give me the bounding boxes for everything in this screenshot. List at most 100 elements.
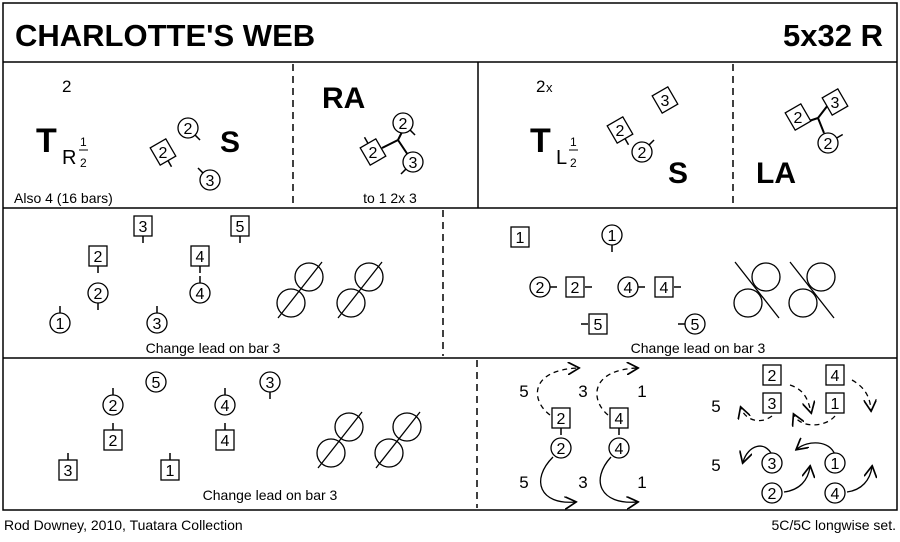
turn-direction: R (62, 147, 76, 169)
man-dancer: 2 (565, 276, 592, 298)
woman-dancer: 1 (824, 452, 846, 474)
dancer-number: 3 (206, 173, 215, 190)
dancer-number: 2 (557, 411, 566, 428)
dancer-number: 4 (221, 433, 230, 450)
dancer-number: 2 (557, 441, 566, 458)
dancer-number: 2 (536, 280, 545, 297)
bar-number: 2 (62, 77, 71, 96)
woman-dancer: 4 (617, 276, 645, 298)
dancer-number: 1 (166, 463, 175, 480)
set-and-link-symbol (733, 261, 781, 319)
dancer-number: 3 (768, 456, 777, 473)
man-dancer: 1 (510, 226, 530, 248)
man-dancer: 5 (230, 215, 250, 243)
set-and-link-symbol (336, 261, 384, 319)
dancer-number: 3 (409, 155, 418, 172)
man-dancer: 3 (133, 215, 153, 243)
woman-dancer: 4 (214, 388, 236, 416)
dancer-number: 2 (768, 368, 777, 385)
position-number: 3 (578, 473, 587, 492)
dancer-number: 3 (831, 95, 840, 112)
man-dancer: 3 (762, 392, 782, 414)
man-dancer: 2 (606, 115, 634, 146)
man-dancer: 5 (581, 313, 608, 335)
bar-suffix: x (546, 80, 553, 95)
caption: Change lead on bar 3 (146, 340, 281, 356)
fraction-num: 1 (80, 135, 87, 149)
dancer-number: 4 (624, 280, 633, 297)
dancer-number: 3 (661, 93, 670, 110)
man-dancer: 3 (821, 87, 849, 117)
dancer-number: 1 (56, 316, 65, 333)
right-hands-across: RA (322, 82, 365, 115)
set-and-link-symbol (276, 261, 324, 319)
dancer-number: 2 (369, 145, 378, 162)
set-formation: 5C/5C longwise set. (771, 517, 896, 533)
man-dancer: 2 (88, 245, 108, 273)
dancer-number: 3 (64, 463, 73, 480)
dancer-number: 2 (184, 121, 193, 138)
hands-join (381, 129, 409, 156)
man-dancer: 2 (784, 102, 812, 132)
man-dancer: 4 (190, 245, 210, 273)
dancer-number: 2 (109, 398, 118, 415)
credit: Rod Downey, 2010, Tuatara Collection (4, 517, 243, 533)
woman-dancer: 1 (601, 224, 623, 252)
woman-dancer: 2 (87, 282, 109, 310)
dancer-number: 4 (831, 486, 840, 503)
dancer-number: 2 (399, 116, 408, 133)
woman-dancer: 4 (824, 482, 846, 504)
woman-dancer: 4 (608, 437, 630, 459)
man-dancer: 3 (58, 453, 78, 481)
dancer-number: 3 (139, 219, 148, 236)
woman-dancer: 2 (177, 117, 201, 141)
woman-dancer: 4 (189, 276, 211, 304)
man-dancer: 1 (160, 453, 180, 481)
position-number: 3 (578, 382, 587, 401)
woman-dancer: 5 (678, 313, 706, 335)
position-number: 5 (711, 456, 720, 475)
dancer-number: 4 (615, 411, 624, 428)
turn-symbol: T (530, 122, 551, 160)
dancer-number: 2 (571, 280, 580, 297)
panel-note: Also 4 (16 bars) (14, 190, 113, 206)
woman-dancer: 2 (529, 276, 557, 298)
position-number: 1 (637, 382, 646, 401)
position-number: 1 (637, 473, 646, 492)
dancer-number: 2 (824, 136, 833, 153)
position-number: 5 (711, 397, 720, 416)
woman-dancer: 2 (392, 112, 416, 136)
dancer-number: 2 (109, 433, 118, 450)
dancer-number: 3 (266, 375, 275, 392)
set-and-link-symbol (788, 261, 836, 319)
fraction-den: 2 (570, 156, 577, 170)
woman-dancer: 3 (146, 306, 168, 334)
man-dancer: 2 (103, 423, 123, 451)
woman-dancer: 2 (761, 482, 783, 504)
man-dancer: 1 (825, 392, 845, 414)
dancer-number: 5 (152, 375, 161, 392)
dancer-number: 2 (616, 123, 625, 140)
woman-dancer: 3 (400, 151, 424, 175)
dancer-number: 2 (94, 286, 103, 303)
woman-dancer: 1 (49, 306, 71, 334)
caption: Change lead on bar 3 (631, 340, 766, 356)
woman-dancer: 2 (102, 388, 124, 416)
man-dancer: 2 (551, 407, 571, 435)
dancer-number: 4 (615, 441, 624, 458)
setting-symbol: S (220, 126, 240, 159)
dancer-number: 1 (608, 228, 617, 245)
dancer-number: 1 (516, 230, 525, 247)
dancer-number: 1 (831, 396, 840, 413)
man-dancer: 4 (654, 276, 681, 298)
dancer-number: 4 (660, 280, 669, 297)
woman-dancer: 2 (817, 132, 844, 154)
dancer-number: 2 (94, 249, 103, 266)
dancer-number: 3 (768, 396, 777, 413)
dance-title: CHARLOTTE'S WEB (15, 18, 315, 53)
dancer-number: 4 (831, 368, 840, 385)
man-dancer: 4 (825, 364, 845, 386)
man-dancer: 3 (651, 85, 679, 115)
woman-dancer: 5 (145, 371, 167, 393)
